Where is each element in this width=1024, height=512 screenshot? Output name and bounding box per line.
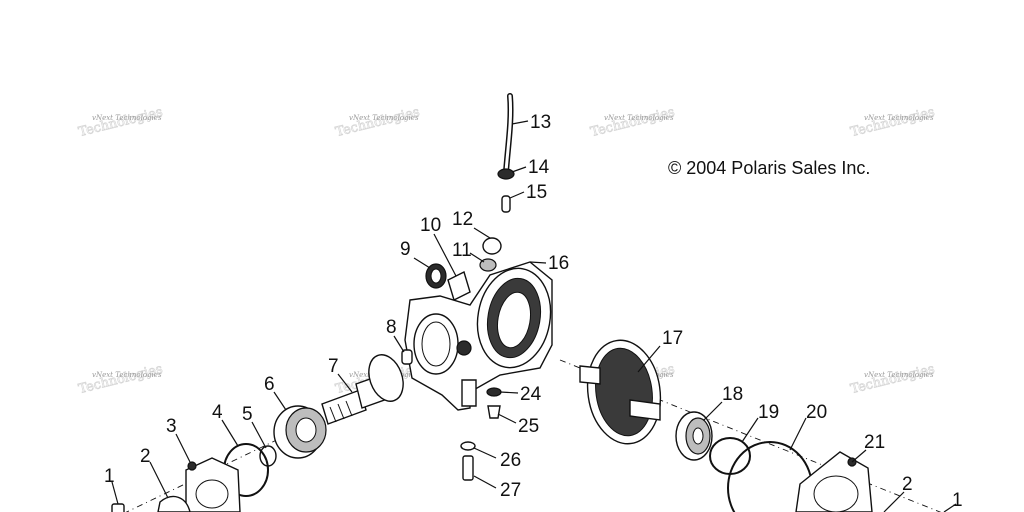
cover-21	[795, 451, 873, 512]
plug-25	[487, 405, 501, 419]
seal-2-left	[157, 495, 191, 512]
bushing-10	[447, 271, 471, 301]
callout-21: 21	[864, 432, 885, 453]
gear-housing	[404, 261, 553, 411]
watermark-small-text: vNext Technologies	[92, 371, 162, 379]
callout-2-left: 2	[140, 446, 151, 467]
watermark-small-text: vNext Technologies	[604, 114, 674, 122]
callout-2-right: 2	[902, 474, 913, 495]
callout-18: 18	[722, 384, 743, 405]
watermark-small-text: vNext Technologies	[349, 114, 419, 122]
bolt-1-left	[111, 503, 125, 512]
watermark: Technologies vNext Technologies	[849, 104, 937, 140]
callout-labels: 13 14 15 16 12 10 11 9 8 7 6 5 4 3 2 1 1…	[104, 112, 963, 511]
callout-3: 3	[166, 416, 177, 437]
callout-1-right: 1	[952, 490, 963, 511]
copyright-text: © 2004 Polaris Sales Inc.	[668, 158, 870, 178]
watermark-small-text: vNext Technologies	[864, 371, 934, 379]
callout-25: 25	[518, 416, 539, 437]
leader-lines	[111, 120, 957, 512]
callout-8: 8	[386, 317, 397, 338]
watermark-large-text: Technologies	[849, 362, 936, 397]
watermark: Technologies vNext Technologies	[589, 104, 677, 140]
assembly-centerline	[125, 359, 942, 512]
watermark: Technologies vNext Technologies	[77, 104, 165, 140]
watermark-large-text: Technologies	[589, 105, 676, 140]
bearing-6	[273, 405, 327, 459]
callout-24: 24	[520, 384, 542, 405]
drain-bolt-27	[462, 455, 474, 481]
watermark-large-text: Technologies	[334, 105, 421, 140]
watermark: Technologies vNext Technologies	[334, 104, 422, 140]
watermark-large-text: Technologies	[77, 362, 164, 397]
bearing-18	[675, 411, 713, 461]
callout-12: 12	[452, 209, 473, 230]
vent-hose-inner	[504, 94, 513, 174]
callout-20: 20	[806, 402, 827, 423]
callout-4: 4	[212, 402, 223, 423]
washer-24	[486, 387, 502, 397]
cover-3	[185, 457, 241, 512]
callout-13: 13	[530, 112, 551, 133]
callout-11: 11	[452, 240, 472, 261]
dowel-8	[401, 349, 413, 365]
callout-19: 19	[758, 402, 779, 423]
watermark-large-text: Technologies	[77, 105, 164, 140]
vent-fitting	[497, 168, 515, 180]
watermark-small-text: vNext Technologies	[92, 114, 162, 122]
callout-5: 5	[242, 404, 253, 425]
plug-12	[482, 237, 502, 255]
washer-26	[460, 441, 476, 451]
ring-19	[709, 437, 751, 475]
callout-6: 6	[264, 374, 275, 395]
callout-10: 10	[420, 215, 441, 236]
watermark: Technologies vNext Technologies	[849, 361, 937, 397]
watermark-small-text: vNext Technologies	[864, 114, 934, 122]
callout-1-left: 1	[104, 466, 115, 487]
callout-16: 16	[548, 253, 569, 274]
watermark: Technologies vNext Technologies	[77, 361, 165, 397]
vent-pin	[501, 195, 511, 213]
callout-26: 26	[500, 450, 521, 471]
callout-14: 14	[528, 157, 550, 178]
callout-17: 17	[662, 328, 683, 349]
callout-27: 27	[500, 480, 521, 501]
callout-9: 9	[400, 239, 411, 260]
pinion-shaft	[321, 354, 404, 425]
watermark-large-text: Technologies	[849, 105, 936, 140]
seal-9-hole	[430, 268, 442, 284]
callout-15: 15	[526, 182, 547, 203]
callout-7: 7	[328, 356, 339, 377]
